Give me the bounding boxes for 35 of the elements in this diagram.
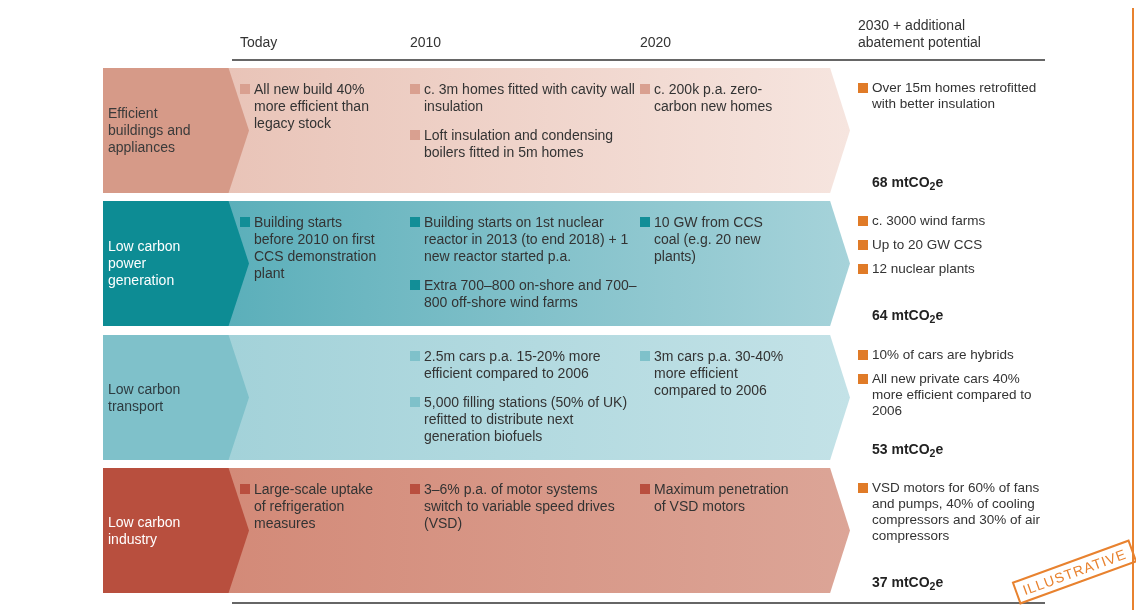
bullet-text: 3m cars p.a. 30-40% more efficient compared to 2006 [654,348,785,399]
bullet-text: 10 GW from CCS coal (e.g. 20 new plants) [654,214,764,265]
bullet-text: Building starts before 2010 on first CCS demonstration plant [254,214,378,282]
bullet-text: Extra 700–800 on-shore and 700–800 off-shore wind farms [424,277,638,311]
bullet-text: All new build 40% more efficient than legacy stock [254,81,370,132]
row-header-panel [103,335,249,460]
bullet-text: 3–6% p.a. of motor systems switch to variable speed drives (VSD) [424,481,616,532]
bullet-text: 12 nuclear plants [872,261,975,277]
bullet-text: Building starts on 1st nuclear reactor in 2013 (to end 2018) + 1 new reactor started p.a. [424,214,630,265]
abatement-total: 68 mtCO$_{2}$e [871,174,945,191]
column-header: 2030 + additional abatement potential [858,17,982,51]
category-label: Low carbon transport [108,380,182,415]
bullet-text: Up to 20 GW CCS [872,237,983,253]
row-header-panel [103,468,249,593]
bullet-text: Loft insulation and condensing boilers fitted in 5m homes [424,127,615,161]
column-header: 2010 [410,34,442,51]
column-header: 2020 [640,34,672,51]
category-label: Efficient buildings and appliances [108,105,192,156]
bullet-text: c. 200k p.a. zero-carbon new homes [654,81,774,115]
bullet-text: All new private cars 40% more efficient compared to 2006 [872,371,1033,419]
bullet-text: c. 3m homes fitted with cavity wall insulation [424,81,636,115]
column-header: Today [240,34,278,51]
abatement-total: 64 mtCO$_{2}$e [871,307,945,324]
bullet-text: Large-scale uptake of refrigeration measures [254,481,375,532]
bullet-text: 2.5m cars p.a. 15-20% more efficient compared to 2006 [424,348,602,382]
bullet-text: 10% of cars are hybrids [872,347,1014,363]
row-header-panel [103,68,249,193]
abatement-total: 53 mtCO$_{2}$e [871,441,945,458]
bullet-text: 5,000 filling stations (50% of UK) refitted to distribute next generation biofuels [424,394,629,445]
bullet-text: c. 3000 wind farms [872,213,986,229]
row-header-panel [103,201,249,326]
category-label: Low carbon industry [108,513,182,548]
category-label: Low carbon power generation [108,238,182,289]
bullet-text: Over 15m homes retrofitted with better insulation [872,80,1038,112]
bullet-text: Maximum penetration of VSD motors [654,481,790,515]
